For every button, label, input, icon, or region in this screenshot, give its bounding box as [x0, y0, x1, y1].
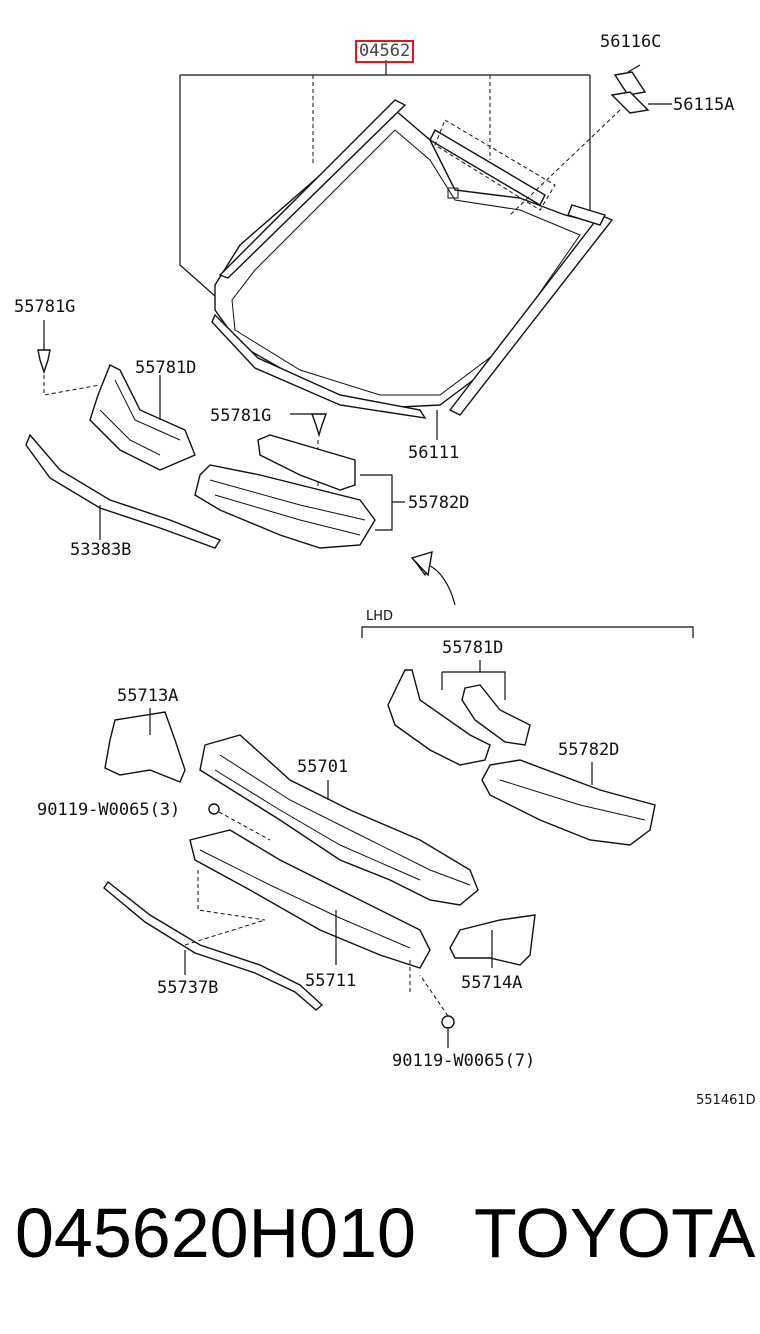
- label-lhd: LHD: [366, 609, 394, 624]
- label-90119-w0065-7: 90119-W0065(7): [392, 1051, 536, 1071]
- label-55713a: 55713A: [117, 686, 179, 706]
- label-55781d-lower: 55781D: [442, 638, 504, 658]
- label-55782d-upper: 55782D: [408, 493, 470, 513]
- label-56111: 56111: [408, 443, 460, 463]
- label-56115a: 56115A: [673, 95, 735, 115]
- label-53383b: 53383B: [70, 540, 132, 560]
- label-56116c: 56116C: [600, 32, 662, 52]
- label-55737b: 55737B: [157, 978, 219, 998]
- label-90119-w0065-3: 90119-W0065(3): [37, 800, 181, 820]
- label-55714a: 55714A: [461, 973, 523, 993]
- figure-number: 551461D: [696, 1093, 756, 1108]
- brand-name: TOYOTA: [474, 1194, 756, 1272]
- part-number: 045620H010: [15, 1194, 416, 1272]
- label-55782d-lower: 55782D: [558, 740, 620, 760]
- diagram-drawing: [25, 60, 694, 1048]
- footer-caption: 045620H010 TOYOTA: [0, 1190, 760, 1280]
- label-55781d-upper: 55781D: [135, 358, 197, 378]
- label-55701: 55701: [297, 757, 349, 777]
- label-55711: 55711: [305, 971, 357, 991]
- label-55781g-middle: 55781G: [210, 406, 272, 426]
- highlighted-part-number[interactable]: 04562: [355, 40, 415, 63]
- label-55781g-upper: 55781G: [14, 297, 76, 317]
- parts-diagram: 04562 56116C 56115A 55781G 55781D 55781G…: [14, 32, 756, 1108]
